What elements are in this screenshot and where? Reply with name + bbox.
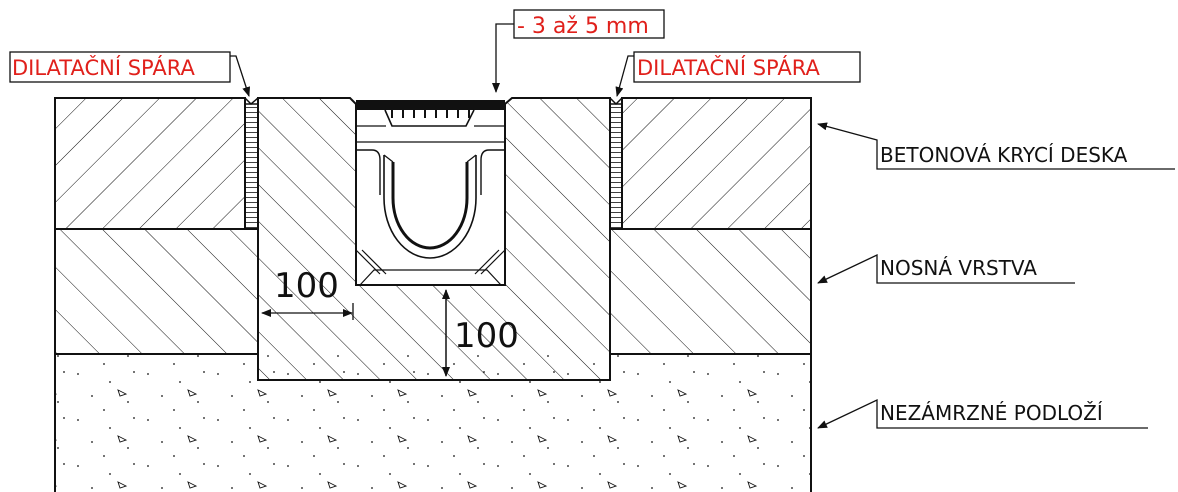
joint-right-label: DILATAČNÍ SPÁRA [637,55,820,80]
callout-joint-right: DILATAČNÍ SPÁRA [615,51,861,97]
dimension-side-text: 100 [274,266,339,306]
drainage-channel [355,100,506,286]
layer-top-label: BETONOVÁ KRYCÍ DESKA [880,143,1128,167]
callout-joint-left: DILATAČNÍ SPÁRA [9,51,251,97]
layer-cover-slab [54,97,812,230]
layer-bottom-label: NEZÁMRZNÉ PODLOŽÍ [880,401,1103,425]
dimension-bottom-text: 100 [454,316,519,356]
dimension-bottom: 100 [442,289,519,377]
callout-layer-bottom: NEZÁMRZNÉ PODLOŽÍ [817,398,1148,429]
callout-tolerance: - 3 až 5 mm [492,9,665,93]
callout-layer-mid: NOSNÁ VRSTVA [817,253,1075,284]
expansion-joints [244,97,623,230]
callout-layer-top: BETONOVÁ KRYCÍ DESKA [817,122,1175,170]
tolerance-label: - 3 až 5 mm [517,14,649,39]
layer-mid-label: NOSNÁ VRSTVA [880,256,1037,280]
dimension-side: 100 [261,266,354,320]
joint-left-label: DILATAČNÍ SPÁRA [12,55,195,80]
layer-bearing [54,228,812,355]
